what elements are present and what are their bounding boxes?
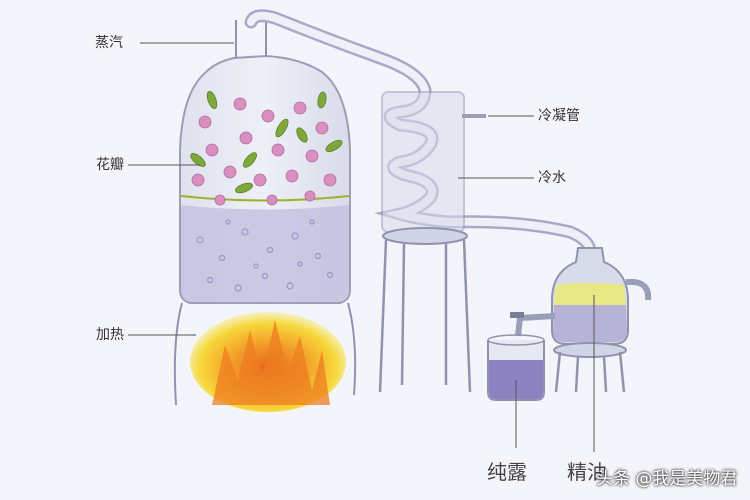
label-heating: 加热: [96, 327, 124, 343]
label-petals: 花瓣: [96, 157, 124, 173]
label-cold-water: 冷水: [538, 170, 566, 186]
essential-oil-layer: [554, 283, 626, 305]
vessel-stand: [173, 302, 357, 406]
label-hydrosol: 纯露: [487, 460, 527, 484]
fire: [190, 312, 346, 412]
boiling-vessel: [179, 20, 351, 304]
label-condenser: 冷凝管: [538, 108, 580, 124]
label-essential-oil: 精油: [567, 460, 607, 484]
leader-lines: [128, 42, 595, 452]
hydrosol-liquid: [489, 360, 543, 399]
boiling-water: [181, 205, 349, 302]
label-steam: 蒸汽: [95, 35, 123, 51]
hydrosol-beaker: [487, 334, 545, 401]
bubbles: [196, 219, 334, 292]
condenser-column: [378, 91, 486, 393]
flower-petals: [190, 91, 343, 206]
watermark: 头条 @我是美物君: [596, 469, 738, 489]
separator-flask: [510, 247, 652, 393]
